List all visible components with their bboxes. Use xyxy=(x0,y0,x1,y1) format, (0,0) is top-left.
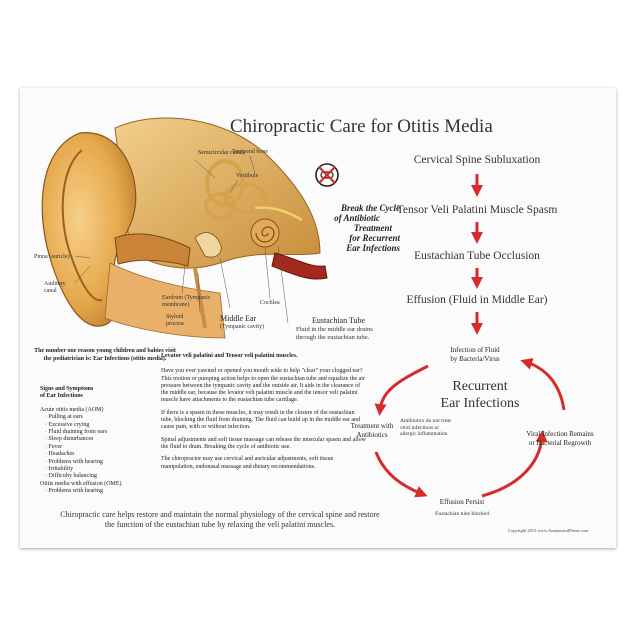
eustachian-tube-shape xyxy=(271,252,328,280)
signs-heading: Signs and Symptoms of Ear Infections xyxy=(40,386,150,401)
label-pinna: Pinna (auricle) xyxy=(34,254,70,260)
semicircular-canals-shape xyxy=(204,159,267,220)
muscles-paragraph: Spinal adjustments and soft tissue massa… xyxy=(161,436,366,450)
label-middle-ear-sub: (Tympanic cavity) xyxy=(220,324,265,330)
crossed-out-pill-icon xyxy=(315,163,339,187)
label-semicircular-canals: Semicircular canals xyxy=(198,150,246,156)
cycle-node-regrowth: Viral Infection Remains or Bacterial Reg… xyxy=(506,430,614,447)
intro-text: The number one reason young children and… xyxy=(34,348,176,362)
cycle-note-line: viral infections or xyxy=(400,424,440,431)
break-line: of Antibiotic xyxy=(334,213,380,223)
label-eustachian-desc: Fluid in the middle ear drains through t… xyxy=(296,326,373,341)
break-line: Ear Infections xyxy=(346,243,400,253)
cycle-text: Antibiotics xyxy=(356,430,388,439)
page-title: Chiropractic Care for Otitis Media xyxy=(230,116,493,137)
cycle-arrow-top-right xyxy=(520,358,566,411)
cycle-center-label: Recurrent Ear Infections xyxy=(415,378,545,412)
muscles-paragraph: The chiropractor may use cervical and au… xyxy=(161,456,334,470)
list-item: · Problems with hearing xyxy=(45,488,103,495)
cycle-center-line: Recurrent xyxy=(452,379,508,394)
label-styloid: Styloid process xyxy=(166,314,184,327)
label-middle-ear: Middle Ear xyxy=(220,314,257,323)
cochlea-shape xyxy=(250,218,280,248)
signs-heading-line: Signs and Symptoms xyxy=(40,386,94,392)
break-cycle-caption: Break the Cycle of Antibiotic Treatment … xyxy=(270,203,400,253)
cycle-note-line: Antibiotics do not treat xyxy=(400,418,451,424)
cycle-arrow-bottom-right xyxy=(481,430,548,498)
copyright-text: Copyright 2013 www.AnatomicalPrints.com xyxy=(508,528,589,533)
list-item: · Fever xyxy=(45,443,63,450)
label-temporal-bone: Temporal bone xyxy=(232,149,269,155)
styloid-process-shape xyxy=(193,267,207,329)
label-eustachian-tube: Eustachian Tube xyxy=(312,316,366,325)
label-vestibule: Vestibule xyxy=(236,173,259,179)
muscles-paragraph: If there is a spasm in these muscles, it… xyxy=(161,409,361,431)
cycle-center-line: Ear Infections xyxy=(440,396,520,411)
cycle-arrow-bottom-left xyxy=(374,451,428,498)
list-item: · Irritability xyxy=(45,466,74,473)
muscles-heading: Levator veli palatini and Tensor veli pa… xyxy=(161,353,298,359)
list-item: · Sleep disturbances xyxy=(45,436,94,443)
cycle-text: Treatment with xyxy=(350,422,394,430)
aom-heading: Acute otitis media (AOM) xyxy=(40,406,104,413)
flow-step-tensor: Tensor Veli Palatini Muscle Spasm xyxy=(396,204,558,216)
list-item: · Excessive crying xyxy=(45,421,90,428)
signs-symptoms-list: Signs and Symptoms of Ear Infections Acu… xyxy=(40,386,150,496)
muscles-explanation: Levator veli palatini and Tensor veli pa… xyxy=(161,353,366,476)
list-item: · Headaches xyxy=(45,451,75,458)
poster: Chiropractic Care for Otitis Media xyxy=(20,88,616,548)
muscles-paragraph: Have you ever yawned or opened you mouth… xyxy=(161,368,365,404)
label-cochlea: Cochlea xyxy=(260,300,280,306)
cycle-node-antibiotics: Treatment with Antibiotics xyxy=(336,422,408,439)
cycle-text: or Bacterial Regrowth xyxy=(528,438,592,447)
ear-anatomy-illustration xyxy=(41,117,328,339)
cycle-text: Infection of Fluid xyxy=(450,346,500,354)
cycle-text: Viral Infection Remains xyxy=(526,430,594,438)
footer-text: Chiropractic care helps restore and main… xyxy=(60,510,380,529)
cycle-text: by Bacteria/Virus xyxy=(450,354,500,363)
list-item: · Pulling at ears xyxy=(45,414,83,421)
flow-step-cervical: Cervical Spine Subluxation xyxy=(413,154,541,166)
flow-step-eustachian: Eustachian Tube Occlusion xyxy=(414,250,540,262)
break-line: Treatment xyxy=(353,223,392,233)
list-item: · Problems with hearing xyxy=(45,458,103,465)
break-line: Break the Cycle xyxy=(341,203,400,213)
label-auditory-canal: Auditory canal xyxy=(44,281,66,294)
list-item: · Fluid draining from ears xyxy=(45,429,107,436)
auditory-canal-shape xyxy=(114,233,191,267)
break-line: for Recurrent xyxy=(349,233,400,243)
cycle-arrow-top-left xyxy=(374,364,429,416)
cycle-note-antibiotics: Antibiotics do not treat viral infection… xyxy=(400,418,451,438)
cycle-note-effusion: Eustachian tube blocked xyxy=(435,511,489,517)
ossicles-shape xyxy=(194,232,222,258)
list-item: · Difficulty balancing xyxy=(45,473,97,480)
cycle-node-infection: Infection of Fluid by Bacteria/Virus xyxy=(420,346,530,363)
flow-arrows xyxy=(374,174,566,498)
label-eardrum: Eardrum (Tympanic membrane) xyxy=(162,295,211,308)
flow-step-effusion: Effusion (Fluid in Middle Ear) xyxy=(406,294,548,306)
signs-heading-line: of Ear Infections xyxy=(40,393,83,400)
cycle-note-line: allergic inflammation xyxy=(400,431,448,437)
ome-heading: Otitis media with effusion (OME) xyxy=(40,480,122,487)
cycle-node-effusion: Effusion Persist xyxy=(439,498,485,506)
